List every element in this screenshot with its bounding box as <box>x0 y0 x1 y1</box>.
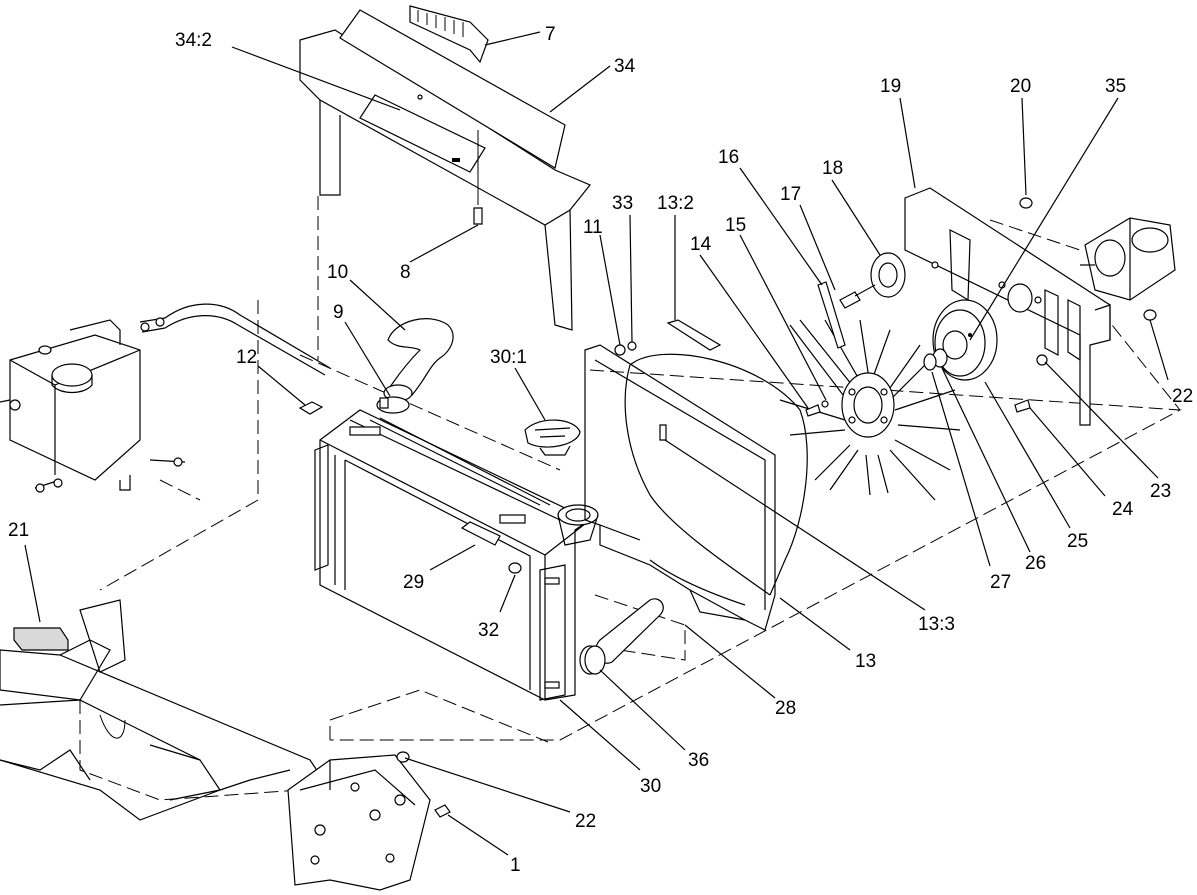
callout-19: 19 <box>880 76 901 97</box>
callout-8: 8 <box>400 262 411 283</box>
callout-13-2: 13:2 <box>657 193 694 214</box>
radiator <box>298 401 599 701</box>
callout-22-right: 22 <box>1172 386 1193 407</box>
callout-13: 13 <box>855 651 876 672</box>
callout-10: 10 <box>327 262 348 283</box>
callout-16: 16 <box>718 147 739 168</box>
callout-29: 29 <box>403 572 424 593</box>
callout-24: 24 <box>1112 499 1134 520</box>
callout-25: 25 <box>1067 531 1088 552</box>
fan-pulley <box>839 252 906 309</box>
foam-block <box>13 627 69 651</box>
callout-36: 36 <box>688 750 709 771</box>
drive-pulley <box>923 299 998 381</box>
callout-14: 14 <box>690 234 712 255</box>
callout-30: 30 <box>640 776 661 797</box>
upper-hose <box>376 318 454 414</box>
callout-34: 34 <box>614 56 636 77</box>
callout-15: 15 <box>725 215 746 236</box>
callout-1: 1 <box>510 855 521 876</box>
mount-bracket <box>287 751 451 891</box>
callout-26: 26 <box>1025 553 1046 574</box>
shroud-cover <box>299 5 591 331</box>
callout-12: 12 <box>236 347 257 368</box>
callout-22-bottom: 22 <box>575 811 596 832</box>
coolant-reservoir <box>0 303 331 493</box>
callout-34-2: 34:2 <box>175 30 212 51</box>
callout-labels: 34:2 7 34 19 20 35 16 18 17 33 13:2 11 1… <box>8 24 1193 876</box>
callout-13-3: 13:3 <box>918 614 955 635</box>
callout-17: 17 <box>780 184 801 205</box>
callout-23: 23 <box>1150 481 1171 502</box>
lower-hose <box>579 598 664 675</box>
callout-28: 28 <box>775 698 796 719</box>
callout-35: 35 <box>1105 76 1126 97</box>
mounting-plate <box>904 187 1176 426</box>
callout-33: 33 <box>612 193 633 214</box>
callout-20: 20 <box>1010 76 1031 97</box>
cooling-fan <box>779 281 961 501</box>
callout-9: 9 <box>333 302 344 323</box>
fan-shroud <box>584 319 808 631</box>
callout-7: 7 <box>545 24 556 45</box>
callout-11: 11 <box>583 217 603 238</box>
callout-27: 27 <box>990 572 1011 593</box>
callout-18: 18 <box>822 158 843 179</box>
callout-30-1: 30:1 <box>490 347 527 368</box>
radiator-cap <box>524 419 581 456</box>
callout-32: 32 <box>478 620 499 641</box>
leader-lines <box>24 31 1169 856</box>
callout-21: 21 <box>8 520 29 541</box>
